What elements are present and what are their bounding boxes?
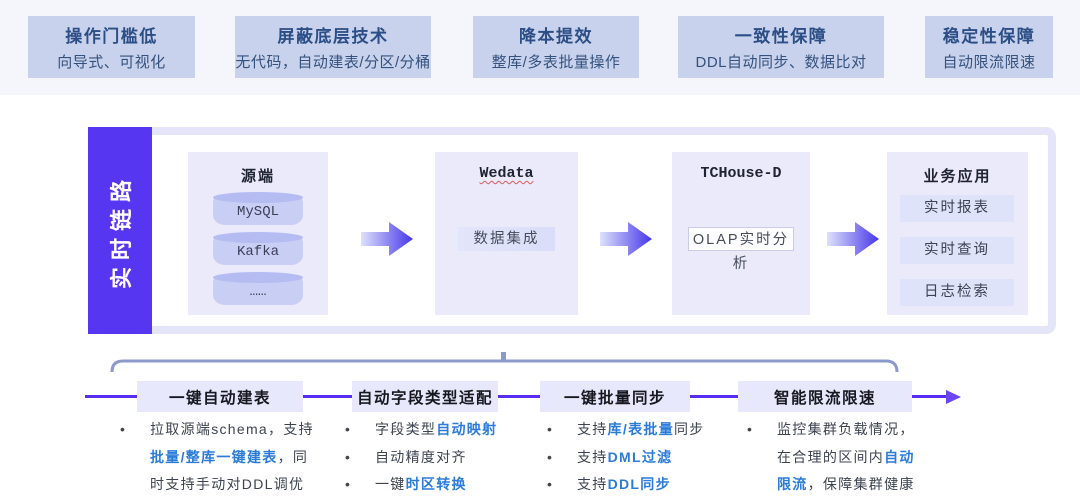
feature-subtitle: 整库/多表批量操作 [491, 54, 621, 71]
bullet-line: 拉取源端schema，支持 [118, 416, 314, 444]
database-cylinder-icon: Kafka [213, 232, 303, 265]
cylinder-label: …… [249, 284, 267, 300]
app-chip-log-search: 日志检索 [900, 279, 1014, 306]
bullet-line: 字段类型自动映射 [343, 416, 497, 444]
bullet-line: 自动精度对齐 [343, 444, 497, 472]
bullet-line: 支持DDL同步 [545, 471, 705, 499]
bullet-line: 一键时区转换 [343, 471, 497, 499]
feature-card-low-threshold: 操作门槛低 向导式、可视化 [28, 16, 195, 78]
bullet-line: 限流，保障集群健康 [777, 476, 915, 492]
feature-title: 操作门槛低 [65, 27, 158, 46]
flow-step-batch-sync: 一键批量同步 [540, 381, 690, 412]
realtime-link-label: 实时链路 [109, 172, 135, 289]
app-chip-realtime-query: 实时查询 [900, 237, 1014, 264]
bullet-line: 批量/整库一键建表，同 [150, 448, 309, 465]
flow-step-auto-create-table: 一键自动建表 [137, 381, 303, 412]
stage-title: TCHouse-D [700, 165, 782, 182]
data-integration-chip: 数据集成 [458, 227, 555, 251]
flow-line [85, 395, 948, 398]
bullet-column-batch-sync: 支持库/表批量同步 支持DML过滤 支持DDL同步 [545, 416, 705, 499]
feature-subtitle: DDL自动同步、数据比对 [695, 54, 867, 71]
feature-card-consistency: 一致性保障 DDL自动同步、数据比对 [678, 16, 884, 78]
flow-arrowhead-icon [946, 390, 961, 404]
database-cylinder-icon: MySQL [213, 192, 303, 225]
bullet-column-auto-create-table: 拉取源端schema，支持 批量/整库一键建表，同 时支持手动对DDL调优 [118, 416, 314, 499]
flow-step-field-type-adapt: 自动字段类型适配 [352, 381, 498, 412]
stage-business-apps: 业务应用 实时报表 实时查询 日志检索 [887, 152, 1028, 315]
stage-title: Wedata [479, 165, 534, 182]
feature-subtitle: 向导式、可视化 [57, 54, 166, 71]
bullet-line: 在合理的区间内自动 [777, 448, 915, 465]
right-arrow-icon [361, 222, 413, 256]
flow-step-smart-throttle: 智能限流限速 [738, 381, 912, 412]
pipeline-container: 实时链路 源端 MySQL Kafka …… Wedata 数据集成 [88, 127, 1056, 334]
right-arrow-icon [827, 222, 879, 256]
bullet-line: 支持DML过滤 [545, 444, 705, 472]
bullet-line: 时支持手动对DDL调优 [150, 476, 305, 492]
bullet-line: 支持库/表批量同步 [545, 416, 705, 444]
feature-title: 稳定性保障 [942, 27, 1036, 46]
feature-card-stability: 稳定性保障 自动限流限速 [925, 16, 1053, 78]
stage-title: 业务应用 [923, 168, 992, 185]
stage-wedata: Wedata 数据集成 [435, 152, 578, 315]
stage-source: 源端 MySQL Kafka …… [188, 152, 328, 315]
feature-title: 屏蔽底层技术 [277, 27, 389, 46]
feature-title: 一致性保障 [734, 27, 828, 46]
stage-tchouse-d: TCHouse-D OLAP实时分析 [672, 152, 810, 315]
bullet-column-smart-throttle: 监控集群负载情况， 在合理的区间内自动 限流，保障集群健康 [745, 416, 915, 499]
bullet-column-field-type-adapt: 字段类型自动映射 自动精度对齐 一键时区转换 [343, 416, 497, 499]
app-chip-realtime-report: 实时报表 [900, 195, 1014, 222]
olap-analysis-chip: OLAP实时分析 [688, 227, 794, 272]
database-cylinder-icon: …… [213, 272, 303, 305]
realtime-link-band: 实时链路 [88, 127, 152, 334]
right-arrow-icon [600, 222, 652, 256]
feature-title: 降本提效 [519, 27, 593, 46]
bullet-line: 监控集群负载情况， [745, 416, 915, 444]
feature-card-cost-saving: 降本提效 整库/多表批量操作 [473, 16, 639, 78]
cylinder-label: MySQL [236, 204, 279, 220]
feature-card-shield-tech: 屏蔽底层技术 无代码，自动建表/分区/分桶 [235, 16, 431, 78]
brace-connector [110, 352, 899, 373]
cylinder-label: Kafka [236, 244, 279, 260]
stage-title: 源端 [240, 168, 275, 185]
feature-subtitle: 无代码，自动建表/分区/分桶 [235, 54, 431, 71]
feature-subtitle: 自动限流限速 [942, 54, 1036, 71]
